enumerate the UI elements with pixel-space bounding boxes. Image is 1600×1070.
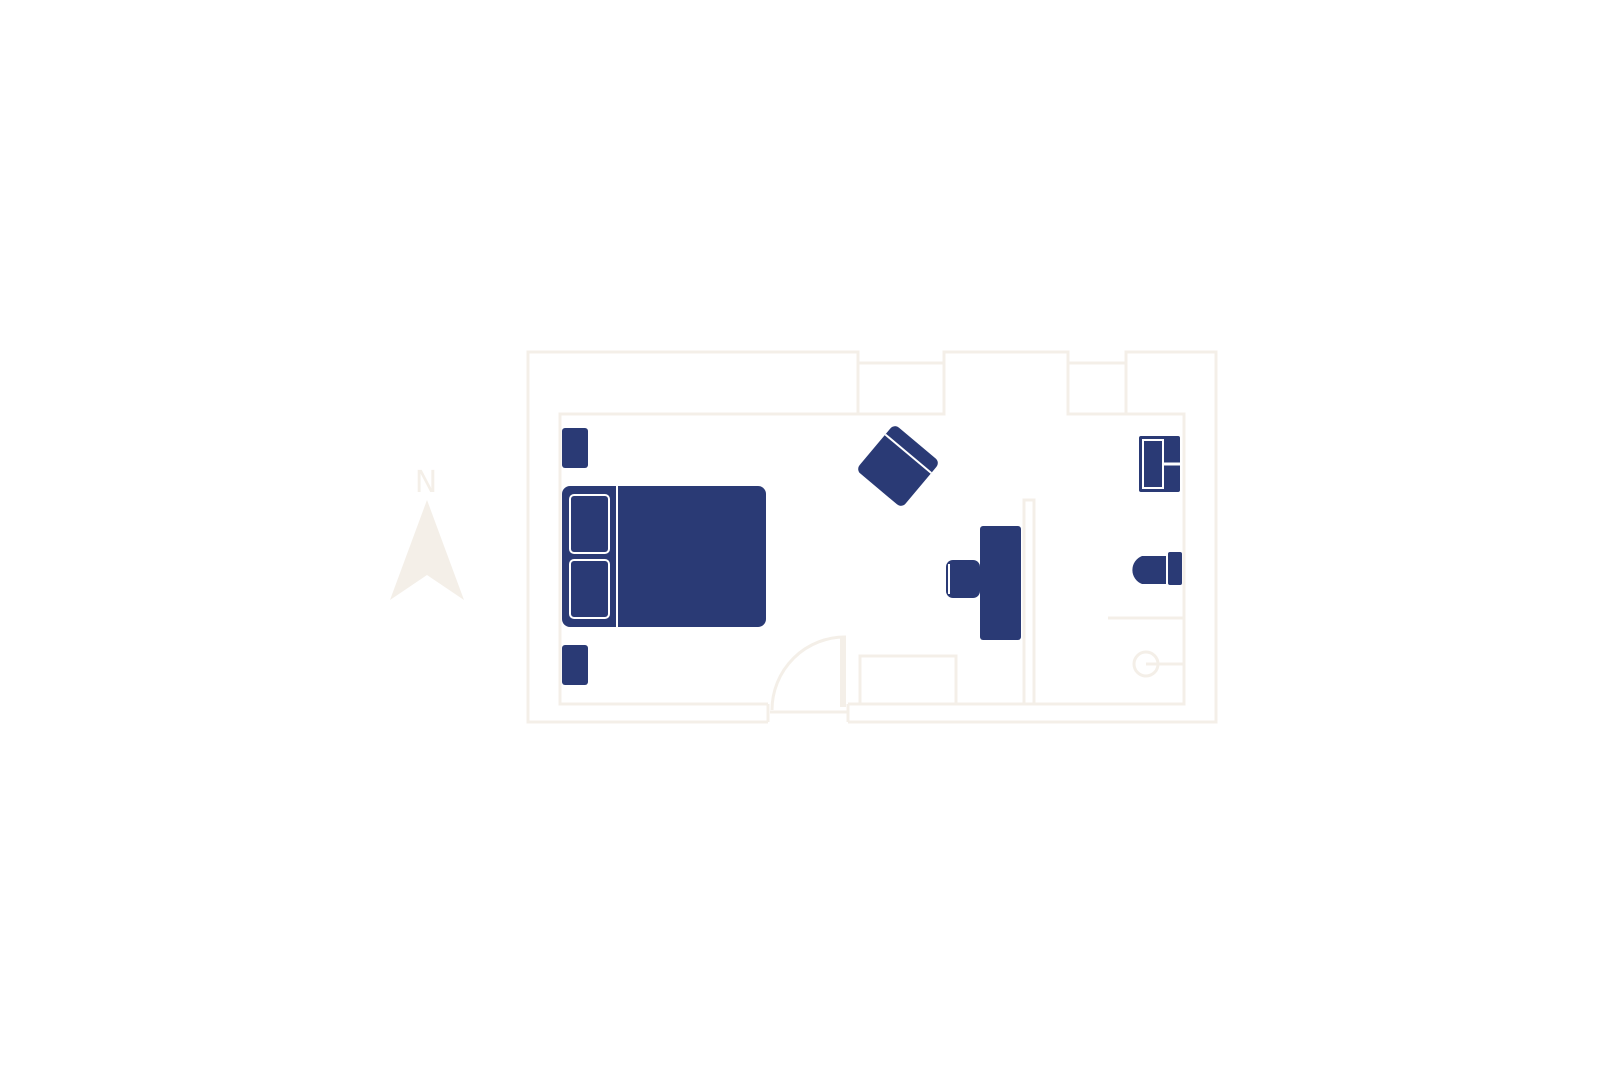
pillow-bottom: [569, 559, 610, 619]
door-leaf: [840, 637, 846, 707]
bed-frame: [562, 486, 766, 627]
desk-icon: [980, 526, 1021, 640]
toilet-icon: [1132, 552, 1182, 585]
desk-chair-seat: [946, 560, 980, 598]
toilet-bowl: [1132, 556, 1166, 584]
inner-wall: [558, 412, 858, 706]
nightstand-bottom-icon: [562, 645, 588, 685]
desk-chair-icon: [946, 560, 980, 598]
toilet-tank: [1168, 552, 1182, 585]
door-swing-icon: [770, 635, 848, 714]
armchair-icon: [858, 426, 938, 506]
compass-north-label: N: [415, 465, 437, 500]
door-arc: [770, 635, 847, 711]
north-arrow-icon: N: [390, 465, 464, 600]
shower-icon: [1139, 436, 1180, 492]
nightstand-top-icon: [562, 428, 588, 468]
shower-tray: [1139, 436, 1180, 492]
cabinet-icon: [858, 654, 958, 706]
armchair-body: [858, 426, 938, 506]
bathroom-partition: [1022, 498, 1036, 704]
walls: [526, 350, 1218, 724]
inner-wall-right: [848, 412, 1186, 706]
north-arrow-shape: [390, 500, 464, 600]
double-bed-icon: [562, 486, 766, 627]
sink-icon: [1132, 650, 1184, 678]
outer-wall: [526, 350, 1218, 724]
pillow-top: [569, 494, 610, 554]
armchair-back-line: [884, 433, 932, 474]
